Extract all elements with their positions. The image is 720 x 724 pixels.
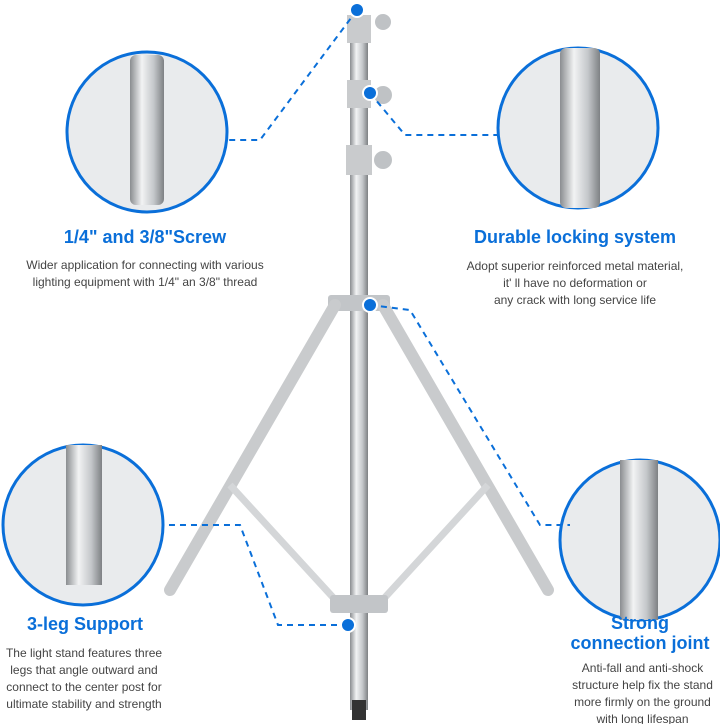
left-leg <box>164 299 341 596</box>
hotspot-leg <box>340 617 356 633</box>
desc-line: legs that angle outward and <box>10 663 158 677</box>
center-pole <box>350 20 368 710</box>
feature-desc-screw: Wider application for connecting with va… <box>0 257 290 291</box>
hotspot-joint <box>362 297 378 313</box>
feature-title-3-leg: 3-leg Support <box>27 614 143 634</box>
desc-line: Anti-fall and anti-shock <box>581 661 704 675</box>
desc-line: ultimate stability and strength <box>6 697 162 711</box>
desc-line: Wider application for connecting with va… <box>26 258 264 272</box>
desc-line: The light stand features three <box>5 646 163 660</box>
title-line: connection joint <box>570 633 710 653</box>
desc-line: more firmly on the ground <box>574 695 711 709</box>
feature-desc-locking: Adopt superior reinforced metal material… <box>440 258 710 309</box>
feature-title-screw: 1/4" and 3/8"Screw <box>63 227 227 247</box>
desc-line: connect to the center post for <box>6 680 162 694</box>
desc-line: lighting equipment with 1/4" an 3/8" thr… <box>32 275 258 289</box>
right-leg <box>377 299 554 596</box>
desc-line: structure help fix the stand <box>572 678 713 692</box>
desc-line: with long lifespan <box>596 712 689 724</box>
desc-line: any crack with long service life <box>493 293 657 307</box>
desc-line: it' ll have no deformation or <box>503 276 647 290</box>
title-line: Strong <box>611 613 669 633</box>
feature-desc-joint: Anti-fall and anti-shock structure help … <box>565 660 720 724</box>
feature-title-locking: Durable locking system <box>473 227 677 247</box>
feature-title-joint: Strong connection joint <box>560 613 720 653</box>
feature-desc-3-leg: The light stand features three legs that… <box>0 645 168 713</box>
hotspot-top <box>349 2 365 18</box>
desc-line: Adopt superior reinforced metal material… <box>466 259 684 273</box>
hotspot-lock <box>362 85 378 101</box>
